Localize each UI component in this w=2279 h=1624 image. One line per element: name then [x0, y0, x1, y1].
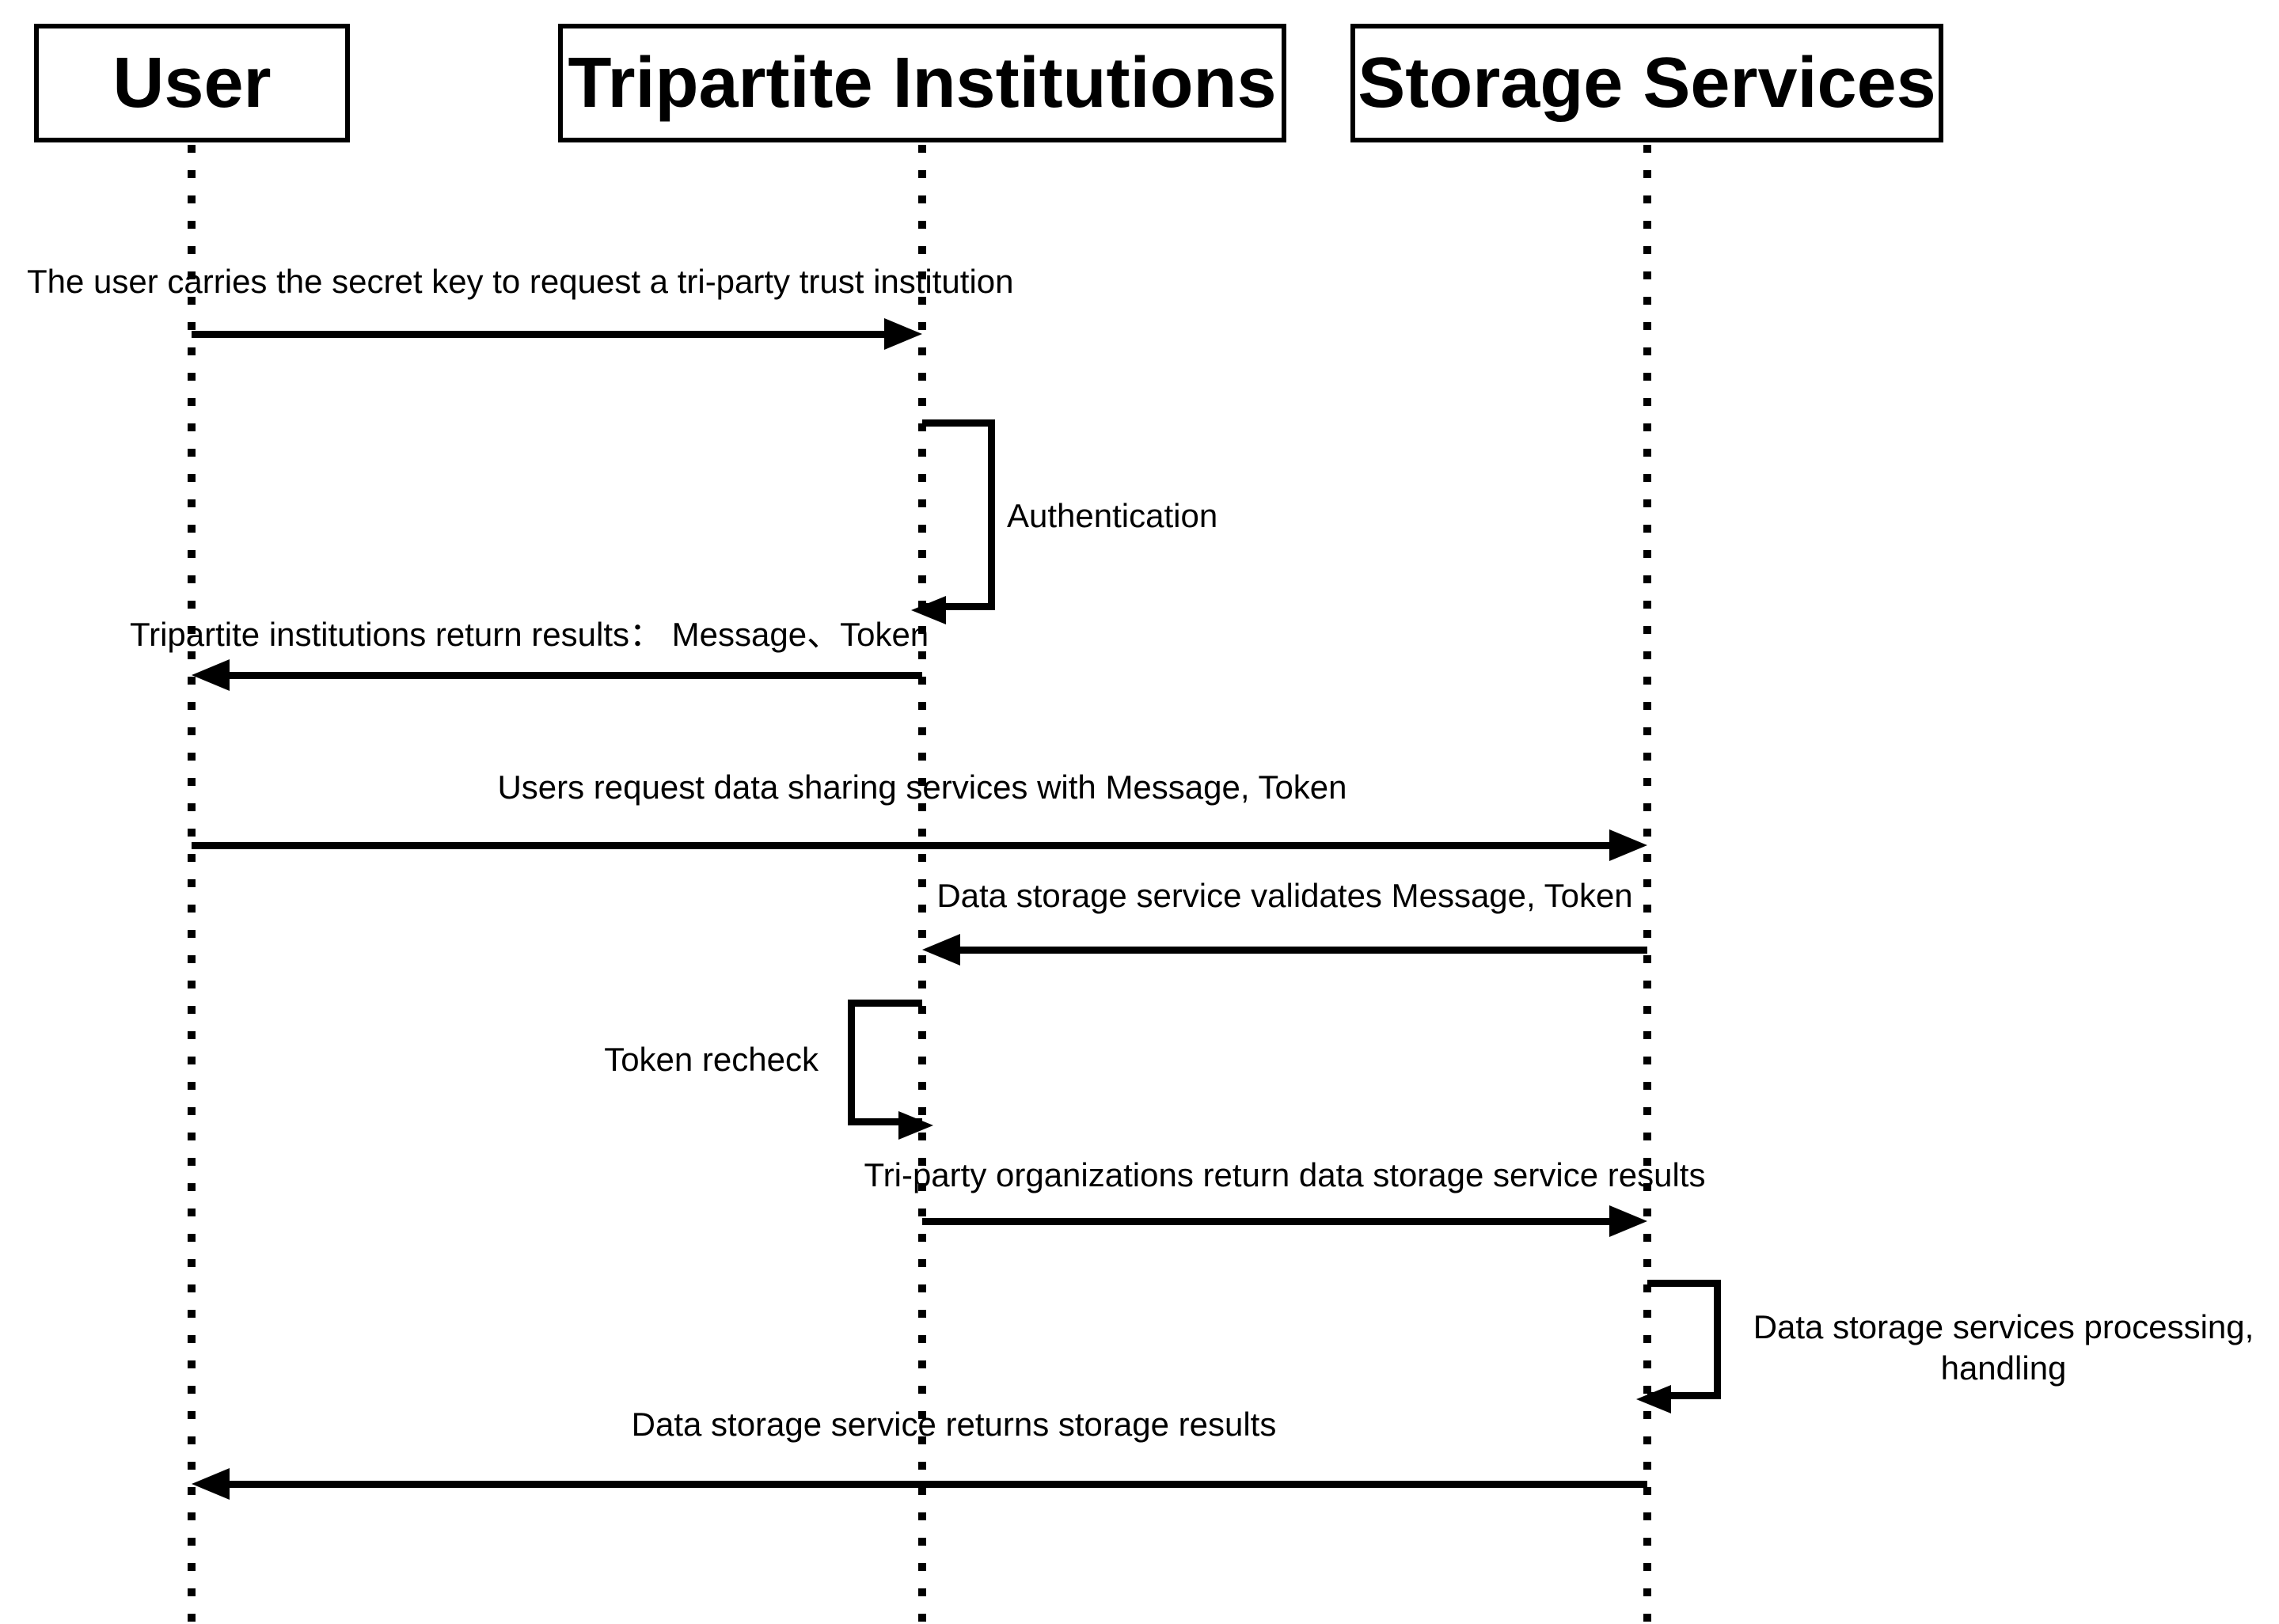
actor-box-user: User: [34, 24, 350, 142]
actor-label-user: User: [112, 43, 272, 123]
arrow-shaft: [954, 947, 1647, 954]
message-label-return-storage-service-results: Tri-party organizations return data stor…: [864, 1156, 1706, 1193]
message-label-validates-message-token: Data storage service validates Message, …: [936, 877, 1633, 914]
arrow-head-right-icon: [1609, 829, 1647, 861]
message-label-returns-storage-results: Data storage service returns storage res…: [631, 1406, 1277, 1443]
message-label-return-results: Tripartite institutions return results： …: [130, 616, 929, 653]
arrow-head-right-icon: [884, 318, 922, 350]
arrow-head-left-icon: [192, 659, 230, 691]
actor-box-storage-services: Storage Services: [1350, 24, 1943, 142]
self-loop-label-authentication: Authentication: [1007, 497, 1218, 534]
arrow-shaft: [192, 842, 1616, 849]
self-loop-storage-processing: [1636, 1280, 1721, 1413]
arrow-shaft: [922, 1218, 1616, 1225]
lifeline-storage-services: [1643, 145, 1651, 1624]
actor-box-tripartite-institutions: Tripartite Institutions: [558, 24, 1286, 142]
message-arrow-user-to-tripartite: [192, 317, 922, 351]
arrow-shaft: [223, 672, 922, 679]
message-arrow-storage-to-user: [192, 1467, 1647, 1501]
message-arrow-tripartite-to-storage: [922, 1204, 1647, 1239]
message-arrow-user-to-storage: [192, 828, 1647, 863]
lifeline-tripartite-institutions: [918, 145, 926, 1624]
lifeline-user: [188, 145, 196, 1624]
arrow-head-left-icon: [911, 596, 946, 624]
arrow-shaft: [192, 331, 891, 338]
actor-label-storage-services: Storage Services: [1358, 43, 1936, 123]
message-label-request-trust-institution: The user carries the secret key to reque…: [27, 263, 1014, 300]
arrow-head-right-icon: [898, 1111, 933, 1140]
self-loop-label-storage-processing: Data storage services processing, handli…: [1753, 1308, 2254, 1387]
arrow-head-right-icon: [1609, 1205, 1647, 1237]
arrow-shaft: [223, 1481, 1647, 1488]
self-loop-label-token-recheck: Token recheck: [604, 1041, 819, 1078]
self-loop-token-recheck: [848, 1000, 933, 1140]
arrow-head-left-icon: [192, 1468, 230, 1500]
arrow-head-left-icon: [1636, 1385, 1671, 1413]
message-label-request-data-sharing: Users request data sharing services with…: [497, 768, 1347, 806]
self-loop-authentication: [911, 419, 995, 624]
actor-label-tripartite-institutions: Tripartite Institutions: [568, 43, 1277, 123]
message-arrow-storage-to-tripartite: [922, 932, 1647, 967]
message-arrow-tripartite-to-user: [192, 658, 922, 692]
arrow-head-left-icon: [922, 934, 960, 966]
